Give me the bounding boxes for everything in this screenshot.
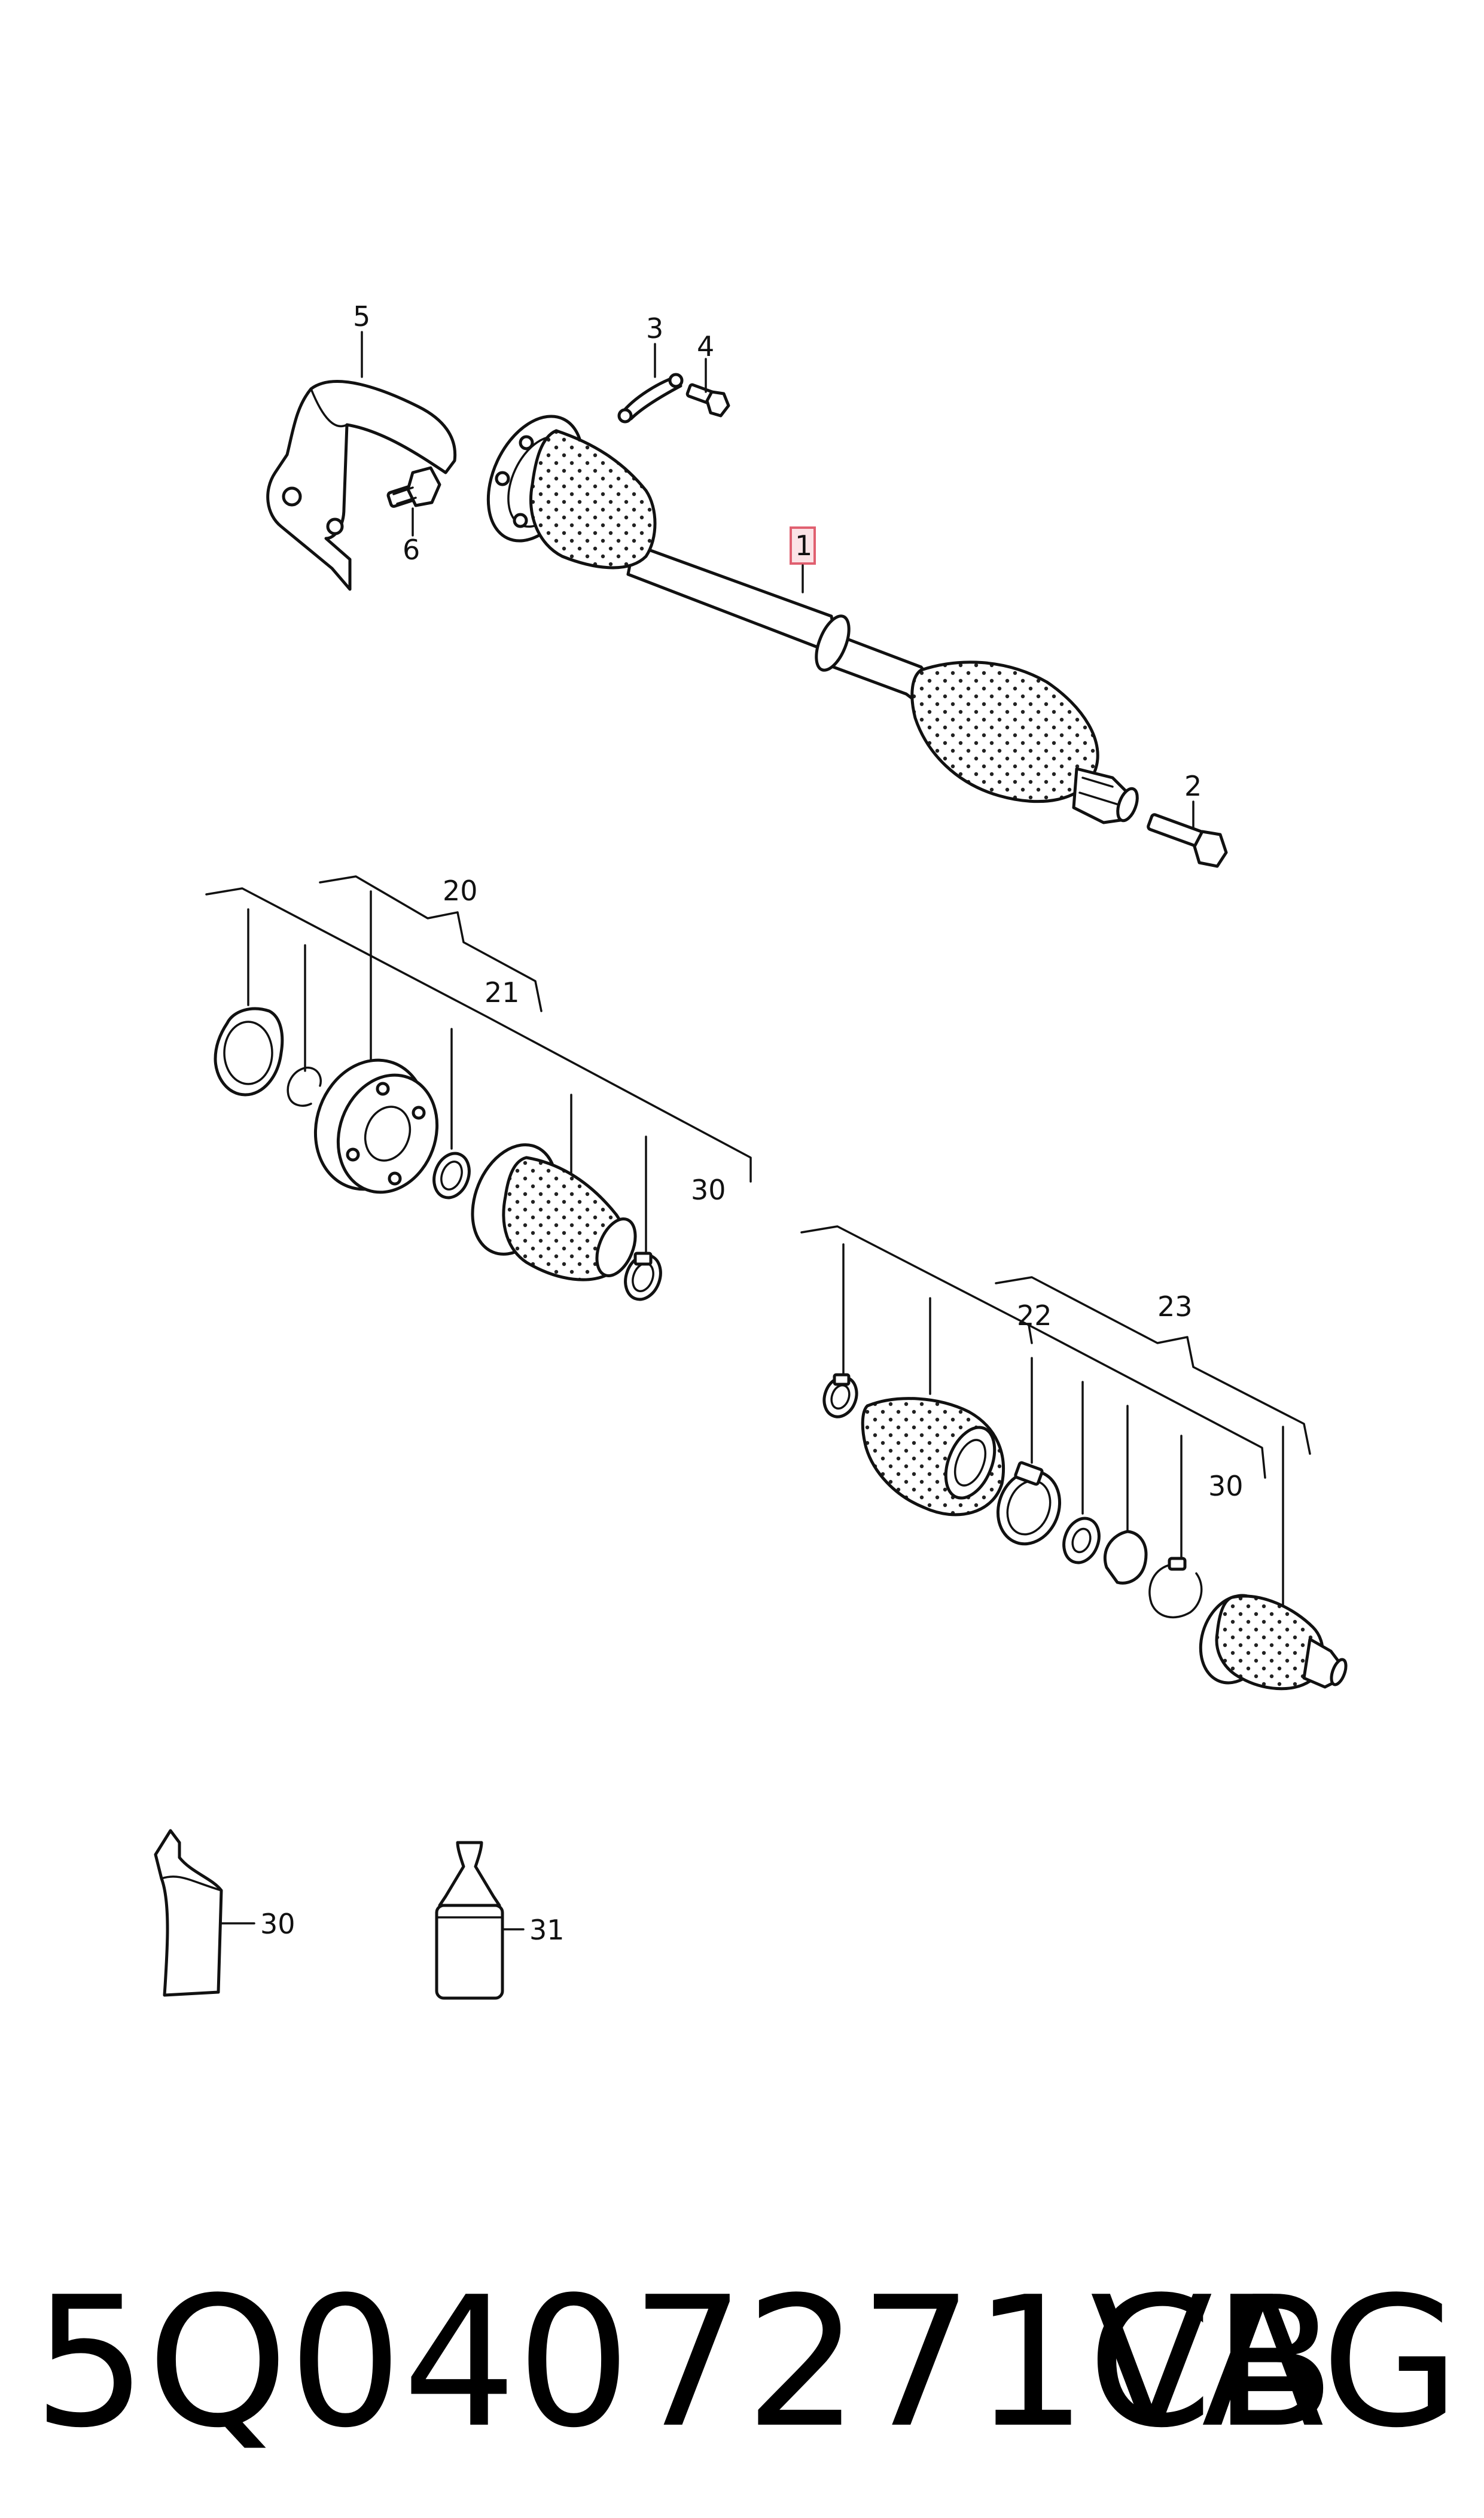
seal-ring <box>432 1152 471 1199</box>
screw-part-4 <box>685 383 730 418</box>
joint-housing <box>313 1058 439 1194</box>
callout-22: 22 <box>1017 1299 1052 1332</box>
part-number: 5Q0407271CB <box>33 2258 1336 2467</box>
brand-name: VAG <box>1090 2258 1460 2467</box>
outer-cv-joint <box>1199 1594 1348 1691</box>
hose-clamp-c <box>996 1461 1062 1546</box>
clip-part-3 <box>617 373 684 424</box>
callout-6: 6 <box>403 534 420 566</box>
hose-clamp-b <box>822 1373 858 1418</box>
callout-1: 1 <box>795 529 812 562</box>
callout-31: 31 <box>529 1914 565 1946</box>
callout-5: 5 <box>353 300 370 333</box>
circlip <box>287 1067 322 1107</box>
callout-21: 21 <box>484 976 520 1009</box>
exploded-parts-diagram: 5 6 3 4 <box>154 300 1348 2000</box>
heat-shield-part-5 <box>266 380 457 591</box>
repair-kit-bracket-22-23-30 <box>800 1225 1311 1479</box>
dished-spacer <box>1103 1530 1148 1585</box>
callout-2: 2 <box>1184 770 1202 802</box>
outer-boot <box>861 1397 1005 1517</box>
inner-boot <box>471 1143 637 1281</box>
callout-20: 20 <box>443 875 478 907</box>
callout-23: 23 <box>1157 1290 1193 1323</box>
callout-4: 4 <box>697 330 714 363</box>
washer <box>1062 1517 1101 1564</box>
footer: 5Q0407271CB VAG <box>0 2225 1484 2501</box>
hose-clamp-a <box>624 1252 662 1301</box>
sealant-bottle-icon <box>435 1841 504 2000</box>
repair-kit-bracket-20-21-30 <box>205 875 752 1183</box>
callout-30-kit-a: 30 <box>691 1174 726 1206</box>
callout-1-highlight <box>790 526 816 565</box>
callout-30-tube: 30 <box>260 1908 295 1940</box>
circlip-b <box>1148 1557 1203 1619</box>
drive-shaft-part-1 <box>486 415 1139 824</box>
bolt-part-6 <box>386 466 441 508</box>
callout-3: 3 <box>646 312 663 345</box>
callout-30-kit-b: 30 <box>1208 1470 1244 1502</box>
grease-tube-icon <box>154 1829 223 1997</box>
bolt-part-2 <box>1147 813 1228 868</box>
